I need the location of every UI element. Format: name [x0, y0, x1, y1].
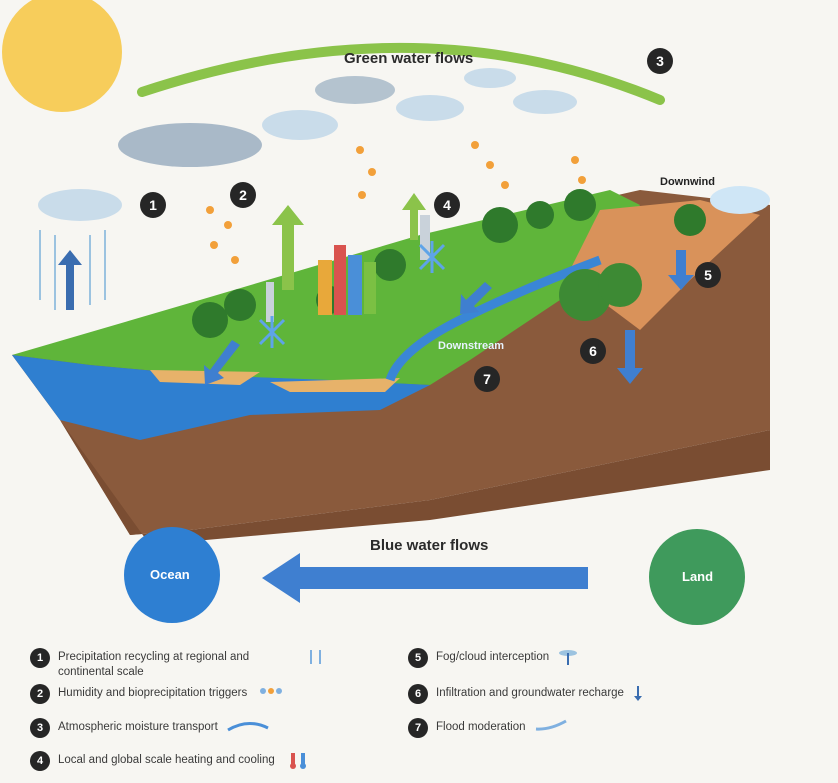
earth-cross-section-lower [60, 420, 770, 545]
upward-moisture-arrow [58, 250, 82, 310]
rain-streaks [39, 230, 106, 310]
marker-3: 3 [647, 48, 673, 74]
clouds [38, 68, 577, 221]
blue-water-arrow [262, 553, 588, 603]
river [385, 255, 602, 382]
green-water-arc [137, 43, 665, 105]
marker-1: 1 [140, 192, 166, 218]
blue-water-flows-title: Blue water flows [370, 537, 489, 554]
marker-4: 4 [434, 192, 460, 218]
land-label: Land [682, 569, 714, 584]
city-buildings [266, 215, 430, 322]
ocean-label: Ocean [150, 567, 190, 582]
marker-2: 2 [230, 182, 256, 208]
blue-down-arrows [204, 250, 694, 385]
green-up-arrows [272, 193, 426, 290]
ocean-water [12, 355, 430, 440]
marker-5: 5 [695, 262, 721, 288]
marker-6: 6 [580, 338, 606, 364]
downwind-cloud [710, 186, 770, 214]
beach-strip-2 [270, 378, 400, 392]
marker-7: 7 [474, 366, 500, 392]
bioprecipitation-particles [206, 141, 586, 264]
downwind-label: Downwind [660, 176, 715, 188]
green-water-flows-title: Green water flows [344, 50, 474, 67]
ocean-circle [124, 527, 220, 623]
land-circle [649, 529, 745, 625]
sun-icon [2, 0, 122, 112]
downstream-label: Downstream [438, 340, 505, 352]
cooling-snowflake-icons [258, 241, 446, 348]
